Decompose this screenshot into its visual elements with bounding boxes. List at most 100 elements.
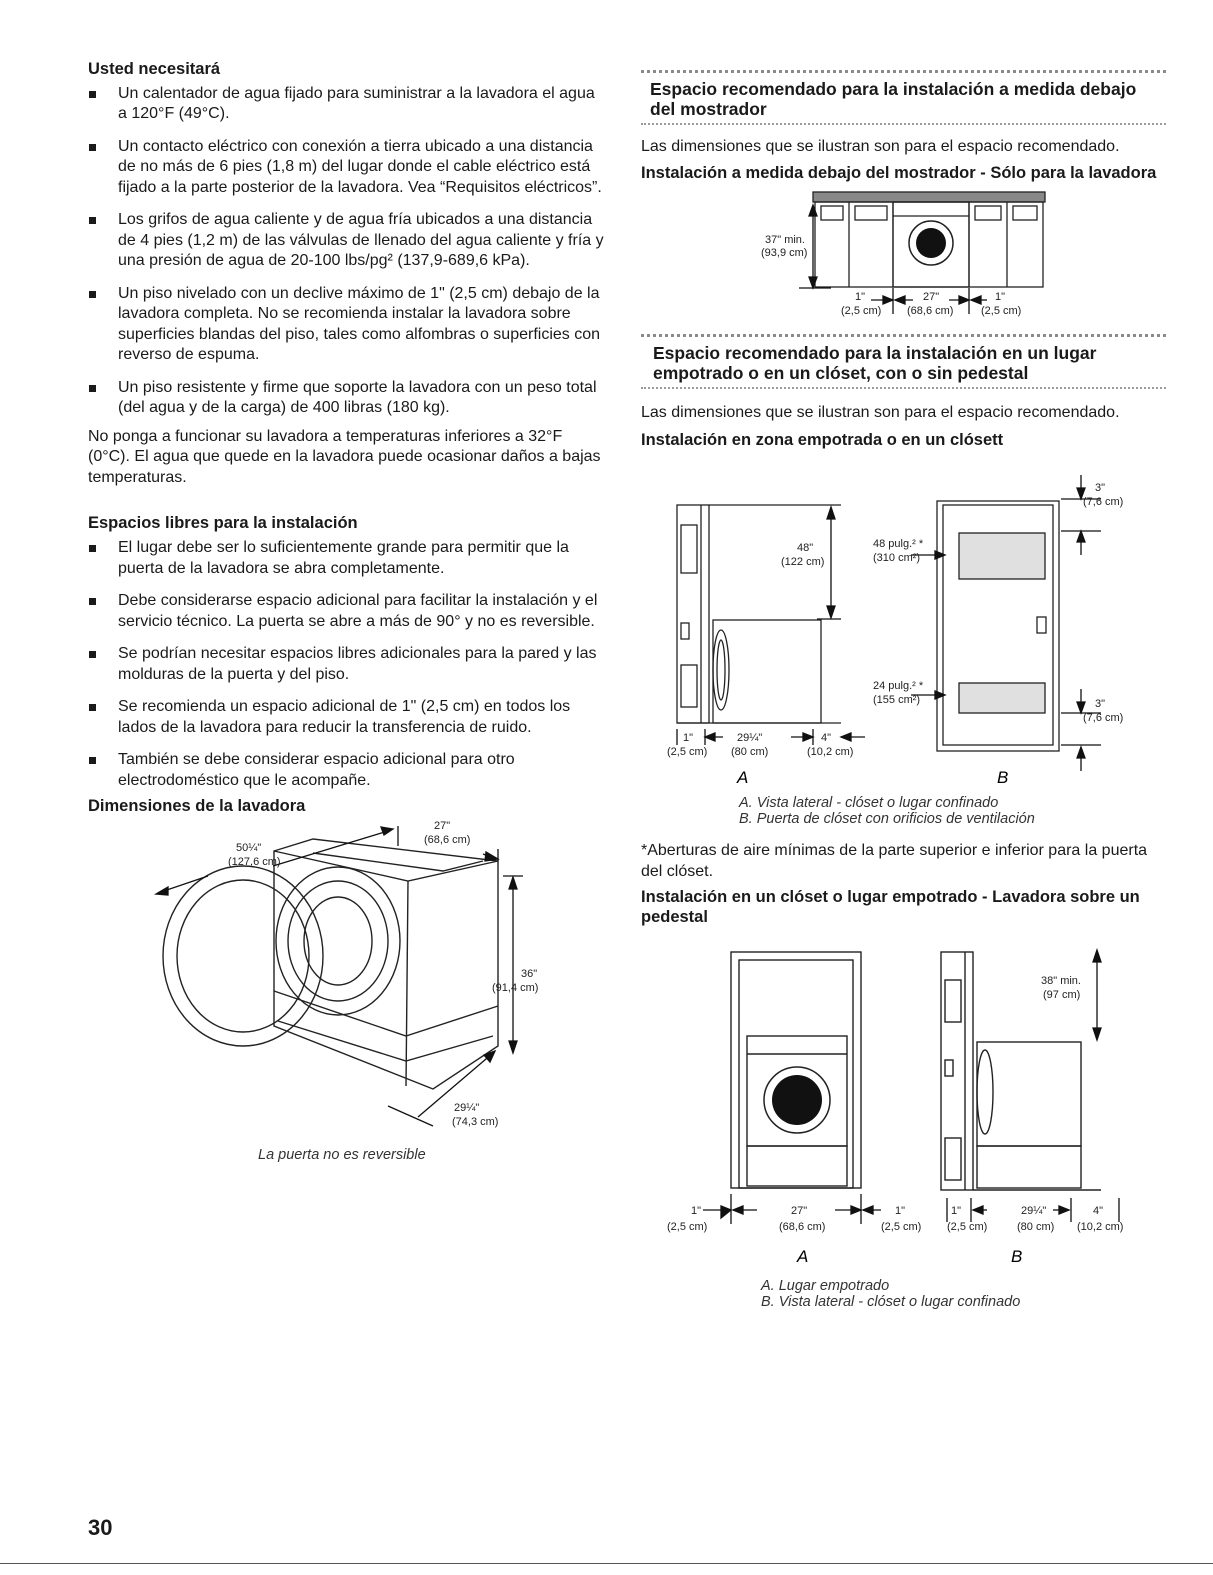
dimensions-caption: La puerta no es reversible bbox=[258, 1146, 426, 1163]
page-number: 30 bbox=[88, 1515, 113, 1540]
undercounter-title: Espacio recomendado para la instalación … bbox=[650, 79, 1137, 120]
washer-dimensions-illustration: 50¼" (127,6 cm) 27" (68,6 cm) 36" (91,4 … bbox=[153, 821, 538, 1128]
list-item: Debe considerarse espacio adicional para… bbox=[88, 591, 608, 632]
closet-title: Espacio recomendado para la instalación … bbox=[653, 342, 1097, 383]
top-vent-area-cm: (310 cm²) bbox=[873, 552, 920, 564]
undercounter-illustration: 37" min. (93,9 cm) 1" (2,5 cm) 27" (68,6… bbox=[761, 190, 1046, 317]
closet-height: 48" bbox=[797, 542, 813, 554]
closet-illustration: 48" (122 cm) 48 pulg.² * (310 cm²) 24 pu… bbox=[667, 475, 1123, 787]
recess-width: 27" bbox=[791, 1205, 807, 1217]
side-gap: 1" bbox=[683, 732, 693, 744]
list-item: Un contacto eléctrico con conexión a tie… bbox=[88, 137, 608, 199]
open-door-icon bbox=[162, 865, 324, 1047]
closet-subtitle: Instalación en zona empotrada o en un cl… bbox=[641, 431, 1004, 450]
dimensions-title: Dimensiones de la lavadora bbox=[88, 797, 306, 816]
height-dimension-cm: (91,4 cm) bbox=[492, 982, 538, 994]
closet-caption-b: B. Puerta de clóset con orificios de ven… bbox=[739, 811, 1035, 828]
height-dimension-in: 36" bbox=[521, 968, 537, 980]
washer-depth-cm: (80 cm) bbox=[731, 746, 768, 758]
footer-rule bbox=[0, 1563, 1213, 1564]
width-dimension: 27" bbox=[923, 291, 939, 303]
air-note: *Aberturas de aire mínimas de la parte s… bbox=[641, 842, 1148, 880]
pedestal-height: 38" min. bbox=[1041, 975, 1081, 987]
depth-dimension-cm: (74,3 cm) bbox=[452, 1116, 498, 1128]
list-item: Se podrían necesitar espacios libres adi… bbox=[88, 644, 608, 685]
side-gap-left-cm: (2,5 cm) bbox=[667, 1221, 707, 1233]
figure-label-b: B bbox=[1011, 1247, 1022, 1266]
side-gap-b-cm: (2,5 cm) bbox=[947, 1221, 987, 1233]
washer-front-icon bbox=[892, 200, 970, 288]
rear-gap-cm: (10,2 cm) bbox=[807, 746, 853, 758]
side-gap-b: 1" bbox=[951, 1205, 961, 1217]
closet-caption-a: A. Vista lateral - clóset o lugar confin… bbox=[739, 795, 999, 812]
closet-door-icon bbox=[936, 500, 1060, 752]
bottom-vent-area-cm: (155 cm²) bbox=[873, 694, 920, 706]
closet-height-cm: (122 cm) bbox=[781, 556, 824, 568]
pedestal-figure-labels: A B bbox=[796, 1247, 1022, 1266]
list-item: Un piso resistente y firme que soporte l… bbox=[88, 378, 608, 419]
list-item: El lugar debe ser lo suficientemente gra… bbox=[88, 538, 608, 579]
list-item: También se debe considerar espacio adici… bbox=[88, 750, 608, 791]
right-column: Espacio recomendado para la instalación … bbox=[641, 70, 1166, 1310]
left-column: Usted necesitará Un calentador de agua f… bbox=[88, 60, 608, 1163]
top-vent-area: 48 pulg.² * bbox=[873, 538, 924, 550]
side-gap-left: 1" bbox=[691, 1205, 701, 1217]
width-dimension-cm: (68,6 cm) bbox=[907, 305, 953, 317]
section-divider bbox=[641, 333, 1166, 337]
rear-gap: 4" bbox=[821, 732, 831, 744]
washer-depth: 29¼" bbox=[737, 732, 762, 744]
undercounter-text: Las dimensiones que se ilustran son para… bbox=[641, 138, 1120, 156]
top-gap-cm: (7,6 cm) bbox=[1083, 496, 1123, 508]
undercounter-subtitle: Instalación a medida debajo del mostrado… bbox=[641, 163, 1157, 182]
width-dimension-cm: (68,6 cm) bbox=[424, 834, 470, 846]
side-gap-right: 1" bbox=[995, 291, 1005, 303]
list-item: Un calentador de agua fijado para sumini… bbox=[88, 84, 608, 125]
countertop-icon bbox=[812, 190, 1046, 203]
pedestal-subtitle: Instalación en un clóset o lugar empotra… bbox=[641, 888, 1140, 926]
bottom-gap-cm: (7,6 cm) bbox=[1083, 712, 1123, 724]
side-gap-left-cm: (2,5 cm) bbox=[841, 305, 881, 317]
need-title: Usted necesitará bbox=[88, 60, 221, 78]
door-dimension-cm: (127,6 cm) bbox=[228, 856, 281, 868]
washer-cabinet-icon bbox=[273, 838, 499, 1090]
closet-wall-icon bbox=[940, 950, 974, 1191]
rear-gap-cm: (10,2 cm) bbox=[1077, 1221, 1123, 1233]
section-divider bbox=[641, 70, 1166, 73]
figure-label-a: A bbox=[736, 768, 748, 787]
section-divider bbox=[641, 386, 1166, 389]
depth-dimension-in: 29¼" bbox=[454, 1102, 479, 1114]
figure-label-a: A bbox=[796, 1247, 808, 1266]
side-gap-right-cm: (2,5 cm) bbox=[981, 305, 1021, 317]
pedestal-caption-a: A. Lugar empotrado bbox=[761, 1277, 890, 1294]
pedestal-illustration: 38" min. (97 cm) 1" (2,5 cm) 27" (68,6 c… bbox=[667, 947, 1123, 1233]
side-gap-left: 1" bbox=[855, 291, 865, 303]
side-gap-cm: (2,5 cm) bbox=[667, 746, 707, 758]
closet-wall-icon bbox=[676, 504, 710, 724]
recess-width-cm: (68,6 cm) bbox=[779, 1221, 825, 1233]
width-dimension-in: 27" bbox=[434, 821, 450, 832]
side-gap-right-cm: (2,5 cm) bbox=[881, 1221, 921, 1233]
list-item: Los grifos de agua caliente y de agua fr… bbox=[88, 210, 608, 272]
porthole-icon bbox=[275, 866, 401, 1016]
washer-depth-cm: (80 cm) bbox=[1017, 1221, 1054, 1233]
closet-text: Las dimensiones que se ilustran son para… bbox=[641, 403, 1120, 421]
bottom-gap: 3" bbox=[1095, 698, 1105, 710]
height-dimension: 37" min. bbox=[765, 234, 805, 246]
clearance-title: Espacios libres para la instalación bbox=[88, 514, 358, 533]
washer-depth: 29¼" bbox=[1021, 1205, 1046, 1217]
section-divider bbox=[641, 123, 1166, 126]
height-dimension-cm: (93,9 cm) bbox=[761, 247, 807, 259]
pedestal-height-cm: (97 cm) bbox=[1043, 989, 1080, 1001]
rear-gap: 4" bbox=[1093, 1205, 1103, 1217]
list-item: Se recomienda un espacio adicional de 1"… bbox=[88, 697, 608, 738]
clearance-list: El lugar debe ser lo suficientemente gra… bbox=[88, 538, 608, 791]
side-gap-right: 1" bbox=[895, 1205, 905, 1217]
top-gap: 3" bbox=[1095, 482, 1105, 494]
door-dimension-in: 50¼" bbox=[236, 842, 261, 854]
temperature-note: No ponga a funcionar su lavadora a tempe… bbox=[88, 427, 601, 486]
bottom-vent-area: 24 pulg.² * bbox=[873, 680, 924, 692]
figure-label-b: B bbox=[997, 768, 1008, 787]
pedestal-caption-b: B. Vista lateral - clóset o lugar confin… bbox=[761, 1293, 1021, 1310]
list-item: Un piso nivelado con un declive máximo d… bbox=[88, 284, 608, 366]
need-list: Un calentador de agua fijado para sumini… bbox=[88, 84, 608, 419]
